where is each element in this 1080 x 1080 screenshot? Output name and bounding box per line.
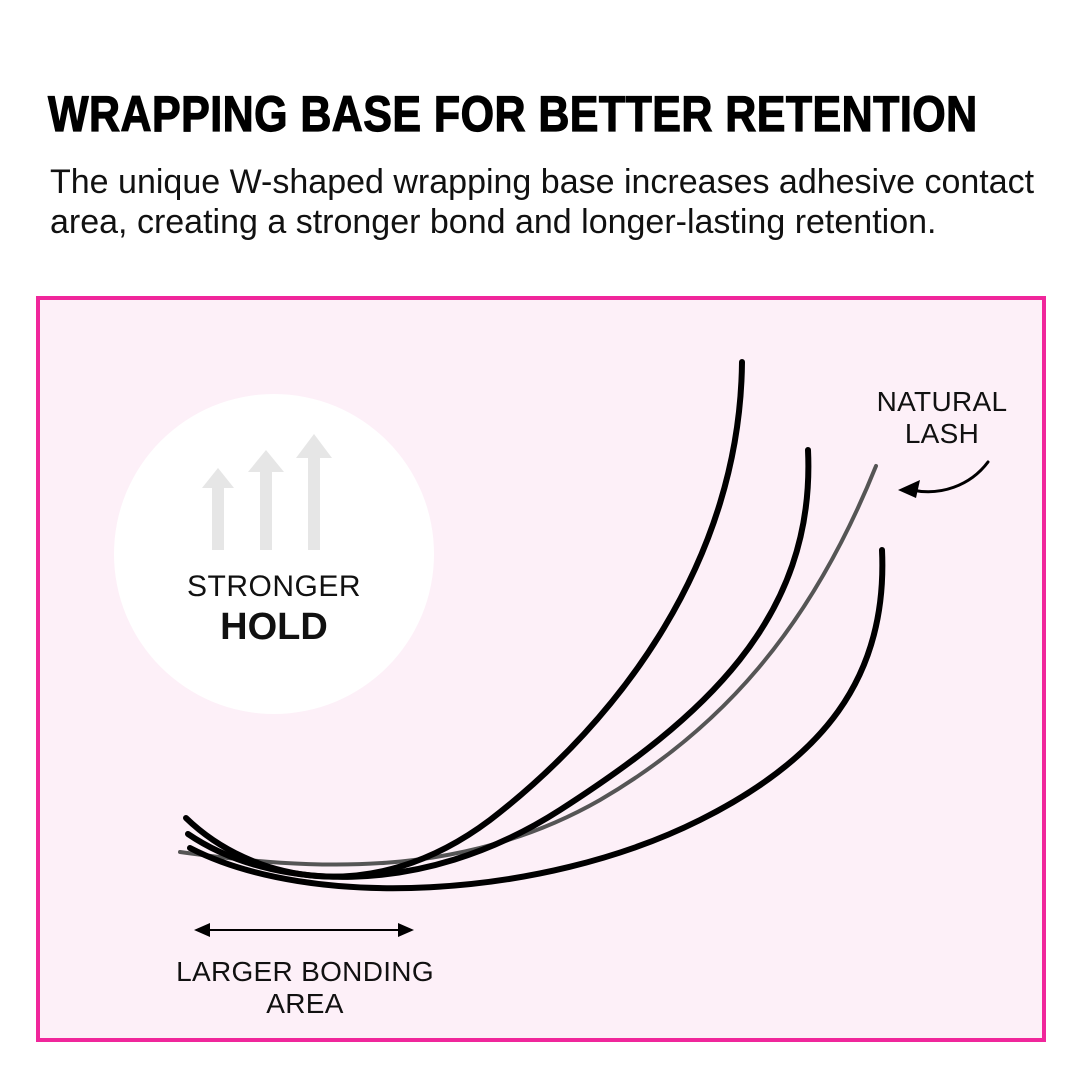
bonding-arrow-right-head (398, 923, 414, 937)
headline: WRAPPING BASE FOR BETTER RETENTION (47, 85, 978, 142)
pointer-arrow-head (898, 480, 920, 498)
subtext: The unique W-shaped wrapping base increa… (50, 163, 1035, 241)
natural-lash-label: NATURAL LASH (862, 386, 1022, 450)
bonding-arrow-left-head (194, 923, 210, 937)
lash-illustration (178, 359, 990, 937)
natural-lash-label-line1: NATURAL (876, 386, 1008, 417)
natural-lash (178, 464, 878, 867)
badge-line2: HOLD (220, 606, 328, 648)
natural-lash-label-line2: LASH (904, 418, 980, 449)
lash-strand (185, 447, 812, 880)
illustration-panel: STRONGER HOLD NATURAL LASH LARGER BONDIN… (36, 296, 1046, 1042)
bonding-area-label-line1: LARGER BONDING (176, 956, 434, 987)
bonding-area-label-line2: AREA (266, 988, 344, 1019)
badge-line1: STRONGER (186, 570, 361, 603)
bonding-area-label: LARGER BONDING AREA (140, 956, 470, 1020)
lash-strand (187, 547, 886, 892)
three-up-arrows-icon (202, 434, 332, 550)
stronger-hold-badge: STRONGER HOLD (114, 394, 434, 714)
natural-lash-pointer-arrow (910, 460, 990, 494)
